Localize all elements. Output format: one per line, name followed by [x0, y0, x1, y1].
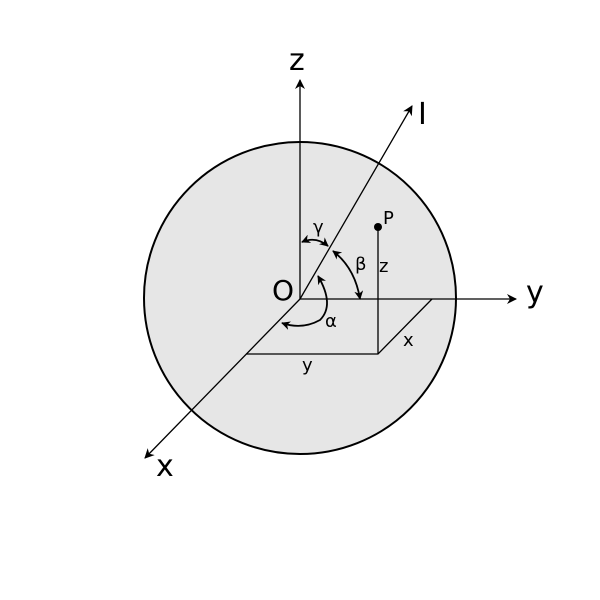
point-label: P — [383, 208, 394, 229]
point-p — [374, 223, 382, 231]
beta-label: β — [355, 254, 367, 275]
y-axis-label: y — [526, 275, 544, 310]
beta-arc — [332, 250, 364, 300]
x-axis-label: x — [156, 449, 174, 484]
z-coord-label: z — [379, 256, 388, 277]
alpha-arc — [281, 275, 328, 330]
x-coord-label: x — [403, 330, 414, 351]
gamma-label: γ — [313, 217, 324, 238]
gamma-arc — [301, 234, 329, 247]
l-axis-label: I — [418, 97, 427, 132]
origin-label: O — [272, 274, 294, 307]
z-axis-label: z — [289, 43, 305, 78]
l-axis — [299, 105, 413, 300]
alpha-label: α — [325, 311, 337, 332]
x-axis — [144, 298, 301, 459]
y-coord-label: y — [302, 355, 313, 376]
